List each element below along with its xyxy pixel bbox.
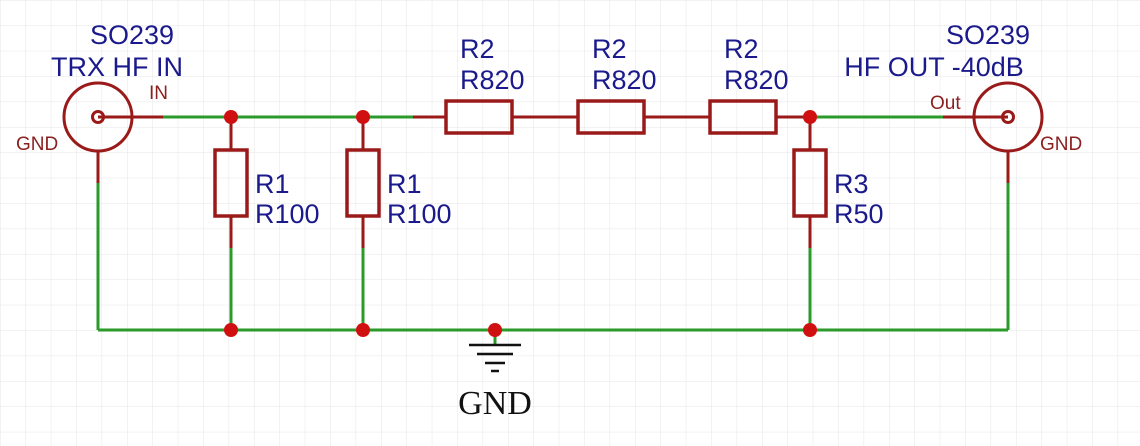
connector-out[interactable]: SO239 HF OUT -40dB Out GND — [844, 20, 1082, 183]
resistor-r3-id: R3 — [834, 169, 869, 199]
resistor-r2c[interactable]: R2 R820 — [708, 34, 810, 135]
resistor-r2b[interactable]: R2 R820 — [576, 34, 657, 135]
connector-out-gnd-label: GND — [1040, 134, 1082, 155]
resistor-r2c-id: R2 — [724, 34, 759, 64]
connector-out-name: HF OUT -40dB — [844, 52, 1024, 82]
connector-in-gnd-label: GND — [16, 134, 58, 155]
resistor-r2b-id: R2 — [592, 34, 627, 64]
junctions — [224, 110, 817, 337]
resistor-r2a-id: R2 — [460, 34, 495, 64]
resistor-r1b-value: R100 — [387, 199, 452, 229]
junction-dot — [356, 110, 370, 124]
connector-in[interactable]: SO239 TRX HF IN IN GND — [16, 20, 183, 183]
connector-out-pin-label: Out — [930, 93, 961, 114]
connector-in-name: TRX HF IN — [51, 52, 183, 82]
ground-label: GND — [458, 385, 532, 422]
ground-symbol[interactable]: GND — [458, 343, 532, 422]
resistor-r2c-value: R820 — [724, 65, 789, 95]
junction-dot — [224, 323, 238, 337]
connector-out-type: SO239 — [946, 20, 1030, 50]
resistor-r2b-value: R820 — [592, 65, 657, 95]
junction-dot — [803, 110, 817, 124]
junction-dot — [356, 323, 370, 337]
connector-in-pin-label: IN — [149, 83, 168, 104]
resistor-r1b-id: R1 — [387, 169, 422, 199]
resistor-r1a[interactable]: R1 R100 — [213, 117, 320, 248]
resistor-r1a-value: R100 — [255, 199, 320, 229]
junction-dot — [224, 110, 238, 124]
junction-dot — [488, 323, 502, 337]
connector-in-type: SO239 — [90, 20, 174, 50]
resistor-r1a-id: R1 — [255, 169, 290, 199]
resistor-r3-value: R50 — [834, 199, 884, 229]
resistor-r1b[interactable]: R1 R100 — [345, 117, 452, 248]
junction-dot — [803, 323, 817, 337]
resistor-r3[interactable]: R3 R50 — [792, 117, 884, 248]
resistor-r2a-value: R820 — [460, 65, 525, 95]
